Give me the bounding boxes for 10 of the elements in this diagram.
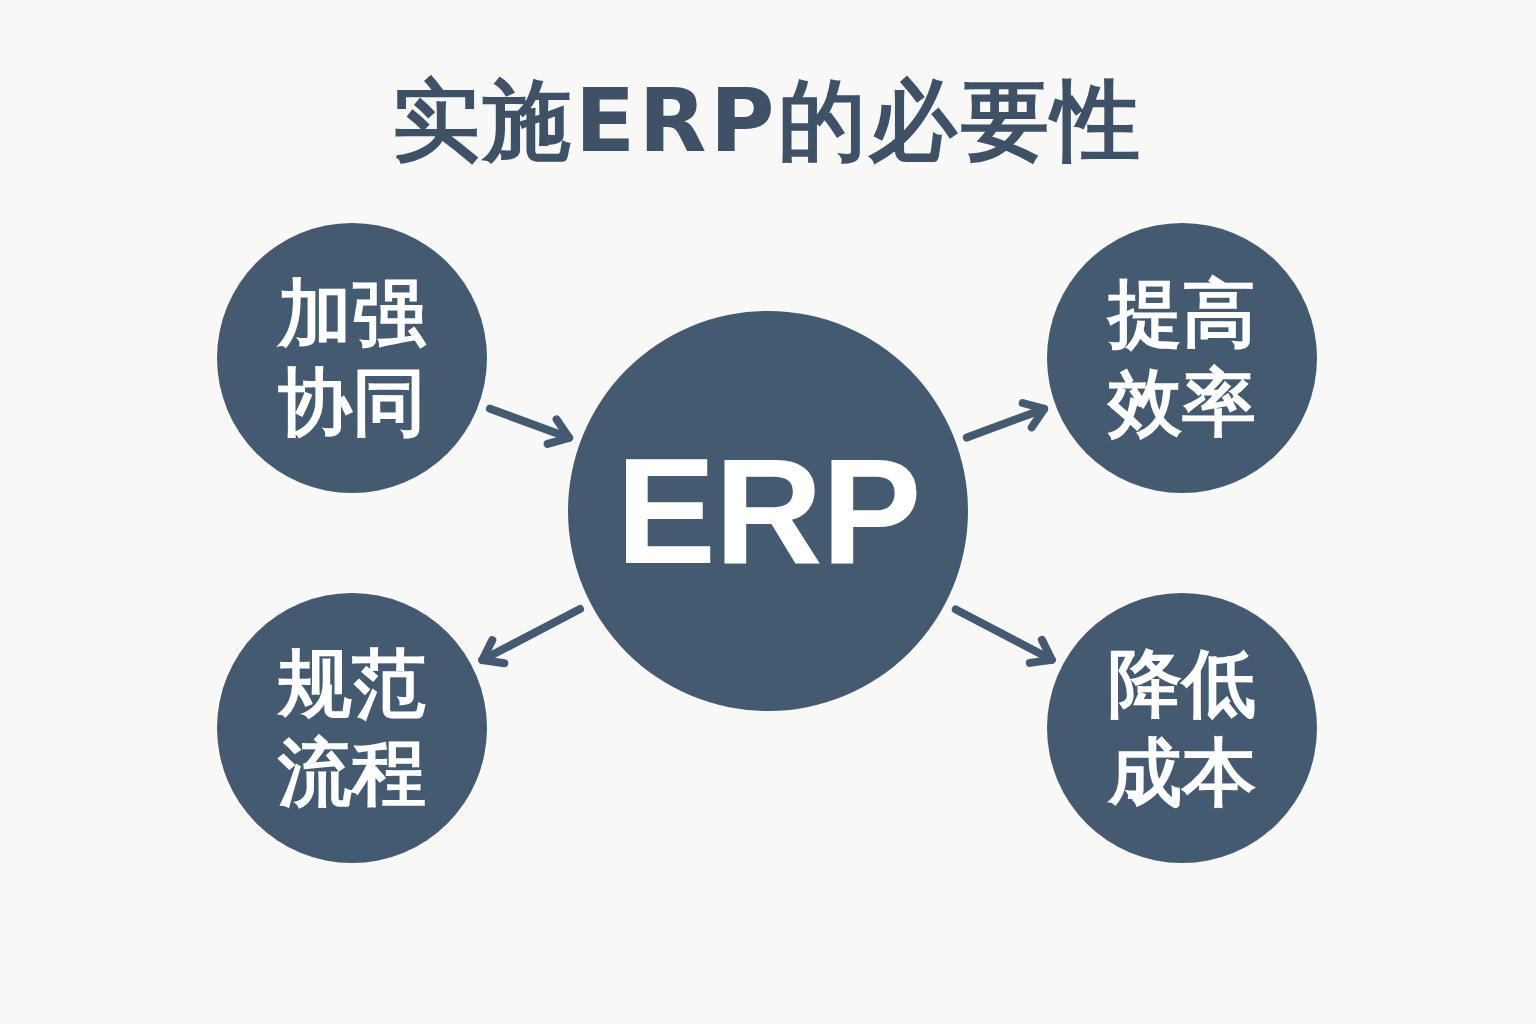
title: 实施ERP的必要性 bbox=[391, 68, 1145, 174]
node-label: 加强协同 bbox=[275, 269, 428, 447]
node-label: 降低成本 bbox=[1106, 639, 1257, 817]
node-label: 提高效率 bbox=[1105, 269, 1257, 447]
node-label: 规范流程 bbox=[276, 639, 427, 817]
arrow bbox=[951, 605, 1056, 667]
arrow bbox=[485, 404, 574, 448]
arrow bbox=[962, 399, 1049, 442]
node-label: ERP bbox=[616, 436, 920, 586]
arrow bbox=[478, 605, 585, 668]
